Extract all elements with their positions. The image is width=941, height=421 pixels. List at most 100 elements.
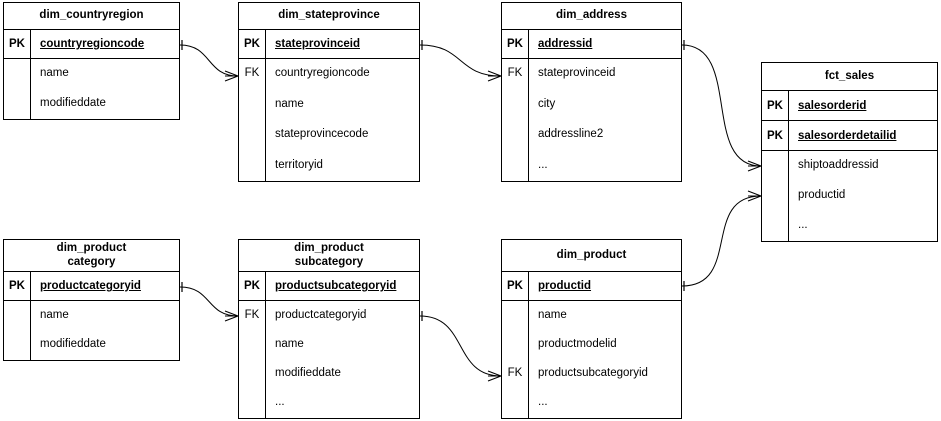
- entity-title: dim_product category: [4, 240, 179, 272]
- key-badge: PK: [244, 280, 260, 292]
- key-row-salesorderid[interactable]: PK salesorderid: [762, 91, 937, 121]
- attribute-name: stateprovinceid: [265, 30, 419, 58]
- key-badge: PK: [9, 38, 25, 50]
- entity-title: fct_sales: [762, 63, 937, 91]
- key-row-productcategoryid[interactable]: PK productcategoryid: [4, 272, 179, 301]
- attribute-name: city: [538, 97, 556, 110]
- relationship-product-to-sales: [681, 190, 762, 291]
- attribute-list: name modifieddate: [4, 59, 179, 119]
- attribute-name: name: [275, 97, 304, 110]
- key-column: FK: [239, 59, 265, 181]
- key-badge: PK: [244, 38, 260, 50]
- entity-title: dim_stateprovince: [239, 3, 419, 30]
- key-column: FK: [502, 59, 528, 181]
- key-badge: FK: [507, 367, 523, 380]
- attribute-name: ...: [798, 219, 808, 231]
- entity-title: dim_address: [502, 3, 681, 30]
- key-badge: PK: [507, 38, 523, 50]
- cardinality-many-marker: [224, 310, 239, 322]
- attribute-name: modifieddate: [40, 97, 106, 109]
- relationship-line: [681, 44, 762, 167]
- key-column: [4, 59, 30, 119]
- key-column: FK: [502, 301, 528, 418]
- attribute-name: productcategoryid: [275, 308, 367, 321]
- attribute-list: name modifieddate: [4, 301, 179, 360]
- name-column: countryregioncode name stateprovincecode te…: [265, 59, 419, 181]
- key-row-productsubcategoryid[interactable]: PK productsubcategoryid: [239, 272, 419, 301]
- attribute-name: countryregioncode: [30, 30, 179, 58]
- entity-title: dim_product subcategory: [239, 240, 419, 272]
- key-column: [4, 301, 30, 360]
- cardinality-many-marker: [747, 160, 762, 172]
- attribute-name: name: [275, 337, 304, 350]
- key-row-stateprovinceid[interactable]: PK stateprovinceid: [239, 30, 419, 59]
- key-badge: PK: [507, 280, 523, 292]
- attribute-name: countryregioncode: [275, 67, 370, 80]
- key-row-salesorderdetailid[interactable]: PK salesorderdetailid: [762, 121, 937, 151]
- key-badge: PK: [767, 99, 783, 112]
- entity-title: dim_countryregion: [4, 3, 179, 30]
- attribute-name: productsubcategoryid: [538, 367, 648, 380]
- name-column: shiptoaddressid productid...: [788, 151, 937, 241]
- key-badge: PK: [9, 280, 25, 292]
- attribute-list: FK stateprovinceid city addressline2...: [502, 59, 681, 181]
- key-column: [762, 151, 788, 241]
- attribute-list: shiptoaddressid productid...: [762, 151, 937, 241]
- attribute-list: FK countryregioncode name stateprovincecode…: [239, 59, 419, 181]
- attribute-name: name: [40, 308, 69, 321]
- attribute-name: modifieddate: [40, 338, 106, 351]
- attribute-name: ...: [275, 396, 285, 409]
- key-row-productid[interactable]: PK productid: [502, 272, 681, 301]
- name-column: name modifieddate: [30, 301, 179, 360]
- attribute-name: shiptoaddressid: [798, 159, 879, 171]
- cardinality-many-marker: [487, 370, 502, 382]
- relationship-countryregion-to-stateprovince: [179, 40, 239, 82]
- cardinality-many-marker: [747, 190, 762, 202]
- attribute-name: stateprovinceid: [538, 67, 616, 80]
- attribute-name: productid: [798, 189, 846, 201]
- key-row-countryregioncode[interactable]: PK countryregioncode: [4, 30, 179, 59]
- attribute-name: addressid: [528, 30, 681, 58]
- attribute-name: salesorderdetailid: [788, 121, 937, 150]
- relationship-line: [179, 44, 239, 77]
- key-row-addressid[interactable]: PK addressid: [502, 30, 681, 59]
- key-badge: FK: [244, 308, 260, 321]
- attribute-name: name: [538, 308, 567, 321]
- attribute-name: name: [40, 67, 69, 79]
- attribute-name: stateprovincecode: [275, 128, 369, 141]
- attribute-list: FK name productmodelid productsubcategoryid…: [502, 301, 681, 418]
- attribute-name: productmodelid: [538, 337, 617, 350]
- attribute-name: productid: [528, 272, 681, 300]
- attribute-name: addressline2: [538, 128, 604, 141]
- name-column: name modifieddate: [30, 59, 179, 119]
- key-badge: PK: [767, 129, 783, 142]
- relationship-line: [179, 286, 239, 317]
- key-badge: FK: [244, 67, 260, 80]
- relationship-line: [681, 195, 762, 287]
- cardinality-many-marker: [487, 70, 502, 82]
- key-badge: FK: [507, 67, 523, 80]
- attribute-name: productsubcategoryid: [265, 272, 419, 300]
- relationship-subcategory-to-product: [419, 311, 502, 382]
- relationship-line: [419, 44, 502, 77]
- cardinality-many-marker: [224, 70, 239, 82]
- entity-title: dim_product: [502, 240, 681, 272]
- relationship-line: [419, 315, 502, 377]
- attribute-name: salesorderid: [788, 91, 937, 120]
- relationship-address-to-sales: [681, 40, 762, 172]
- attribute-name: productcategoryid: [30, 272, 179, 300]
- attribute-name: ...: [538, 158, 548, 171]
- attribute-name: ...: [538, 396, 548, 409]
- attribute-name: territoryid: [275, 158, 323, 171]
- name-column: stateprovinceid city addressline2...: [528, 59, 681, 181]
- relationship-productcategory-to-subcategory: [179, 282, 239, 322]
